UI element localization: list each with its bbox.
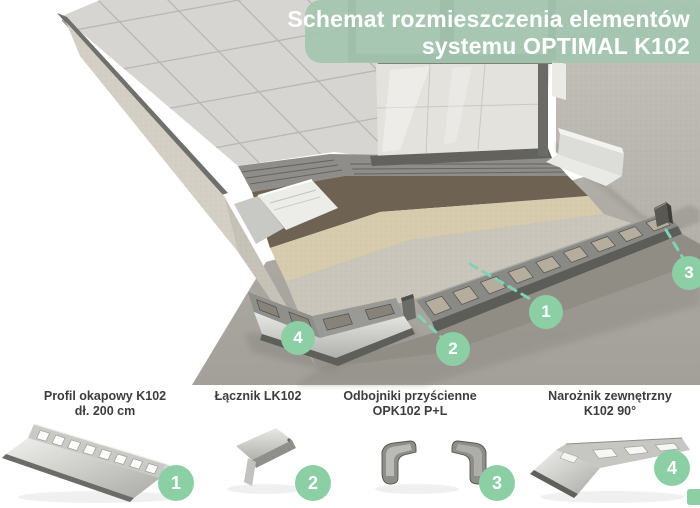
legend-thumbnails: [2, 423, 690, 503]
legend-label-2: Łącznik LK102: [178, 389, 338, 404]
sealing-tape-wall: [546, 128, 624, 186]
legend-label-1-line2: dł. 200 cm: [74, 404, 136, 418]
callout-2-number: 2: [448, 339, 458, 358]
edge-trim: [57, 13, 228, 196]
legend-badge-2: 2: [295, 465, 331, 501]
legend-label-2-line1: Łącznik LK102: [214, 389, 302, 403]
callout-1-number: 1: [541, 302, 551, 321]
tiled-deck: [57, 0, 378, 199]
legend-label-1-line1: Profil okapowy K102: [43, 389, 167, 403]
interior-floor: [370, 60, 566, 166]
callout-2: 2: [436, 332, 470, 366]
leader-line-2: [417, 314, 443, 339]
callout-4-number: 4: [293, 328, 303, 347]
legend-label-4-line2: K102 90°: [583, 404, 637, 418]
page-title-line1: Schemat rozmieszczenia elementów: [287, 6, 690, 32]
accent-square: [687, 489, 700, 505]
legend-badge-3: 3: [479, 465, 515, 501]
callout-4: 4: [281, 321, 315, 355]
legend-label-1: Profil okapowy K102 dł. 200 cm: [15, 389, 195, 419]
callout-3: 3: [672, 256, 700, 290]
wall-bumper: [654, 202, 673, 227]
legend-badge-1-number: 1: [170, 472, 181, 493]
thumb-drip-profile: [2, 423, 184, 502]
legend-label-3-line2: OPK102 P+L: [372, 404, 448, 418]
page-title: Schemat rozmieszczenia elementów systemu…: [220, 6, 690, 60]
legend-label-3-line1: Odbojniki przyścienne: [343, 389, 477, 403]
legend-label-3: Odbojniki przyścienne OPK102 P+L: [320, 389, 500, 419]
legend-badge-1: 1: [158, 465, 194, 501]
door-threshold: [370, 148, 552, 166]
waterproofing-layer: [252, 176, 588, 248]
thumb-wall-bumpers: [381, 440, 487, 485]
layer-cutaway: [238, 154, 640, 330]
legend-label-4: Narożnik zewnętrzny K102 90°: [520, 389, 700, 419]
corner-perforations-right: [322, 303, 395, 331]
leader-line-1: [468, 262, 534, 302]
thumb-outer-corner: [530, 437, 690, 498]
leader-lines: [417, 228, 685, 339]
callout-1: 1: [529, 295, 563, 329]
legend-badge-4-number: 4: [666, 457, 677, 478]
legend-badge-3-number: 3: [491, 472, 502, 493]
legend-badge-4: 4: [654, 450, 690, 486]
door-jamb: [552, 60, 566, 100]
legend-badge-2-number: 2: [307, 472, 318, 493]
title-banner: [305, 0, 700, 63]
thumb-connector: [236, 428, 296, 486]
connector-piece: [401, 294, 416, 322]
legend-label-4-line1: Narożnik zewnętrzny: [548, 389, 672, 403]
sealing-tape-left: [234, 179, 338, 244]
leader-line-3: [664, 228, 685, 260]
page-title-line2: systemu OPTIMAL K102: [421, 33, 690, 59]
callout-3-number: 3: [684, 263, 694, 282]
